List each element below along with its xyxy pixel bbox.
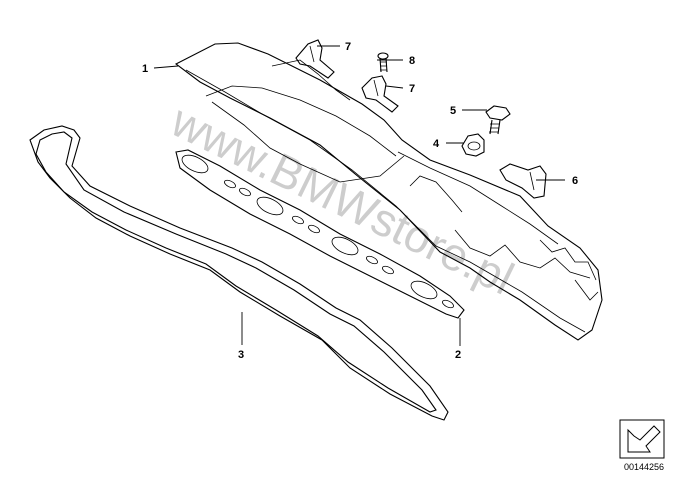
part-7-bracket-upper[interactable] [295, 39, 335, 79]
part-5-bolt[interactable] [485, 105, 511, 135]
part-3-gasket-loop[interactable] [29, 125, 449, 421]
callout-7-upper[interactable]: 7 [345, 41, 351, 53]
callout-1[interactable]: 1 [142, 63, 148, 75]
callout-5[interactable]: 5 [450, 105, 456, 117]
diagram-number: 00144256 [624, 462, 664, 472]
part-7-bracket-lower[interactable] [361, 75, 399, 113]
part-4-grommet[interactable] [461, 133, 485, 157]
leader-lines [153, 45, 565, 346]
callout-6[interactable]: 6 [572, 175, 578, 187]
arrow-corner-icon [619, 419, 665, 459]
callout-3[interactable]: 3 [238, 349, 244, 361]
callout-7-lower[interactable]: 7 [409, 83, 415, 95]
part-6-bracket[interactable] [499, 163, 547, 199]
part-2-gasket-strip[interactable] [175, 149, 465, 319]
callout-2[interactable]: 2 [455, 349, 461, 361]
callout-8[interactable]: 8 [409, 55, 415, 67]
watermark-text: www.BMWstore.pl [163, 94, 522, 305]
part-8-screw[interactable] [377, 52, 389, 73]
callout-4[interactable]: 4 [433, 138, 440, 150]
part-1-valve-cover[interactable] [174, 42, 603, 341]
